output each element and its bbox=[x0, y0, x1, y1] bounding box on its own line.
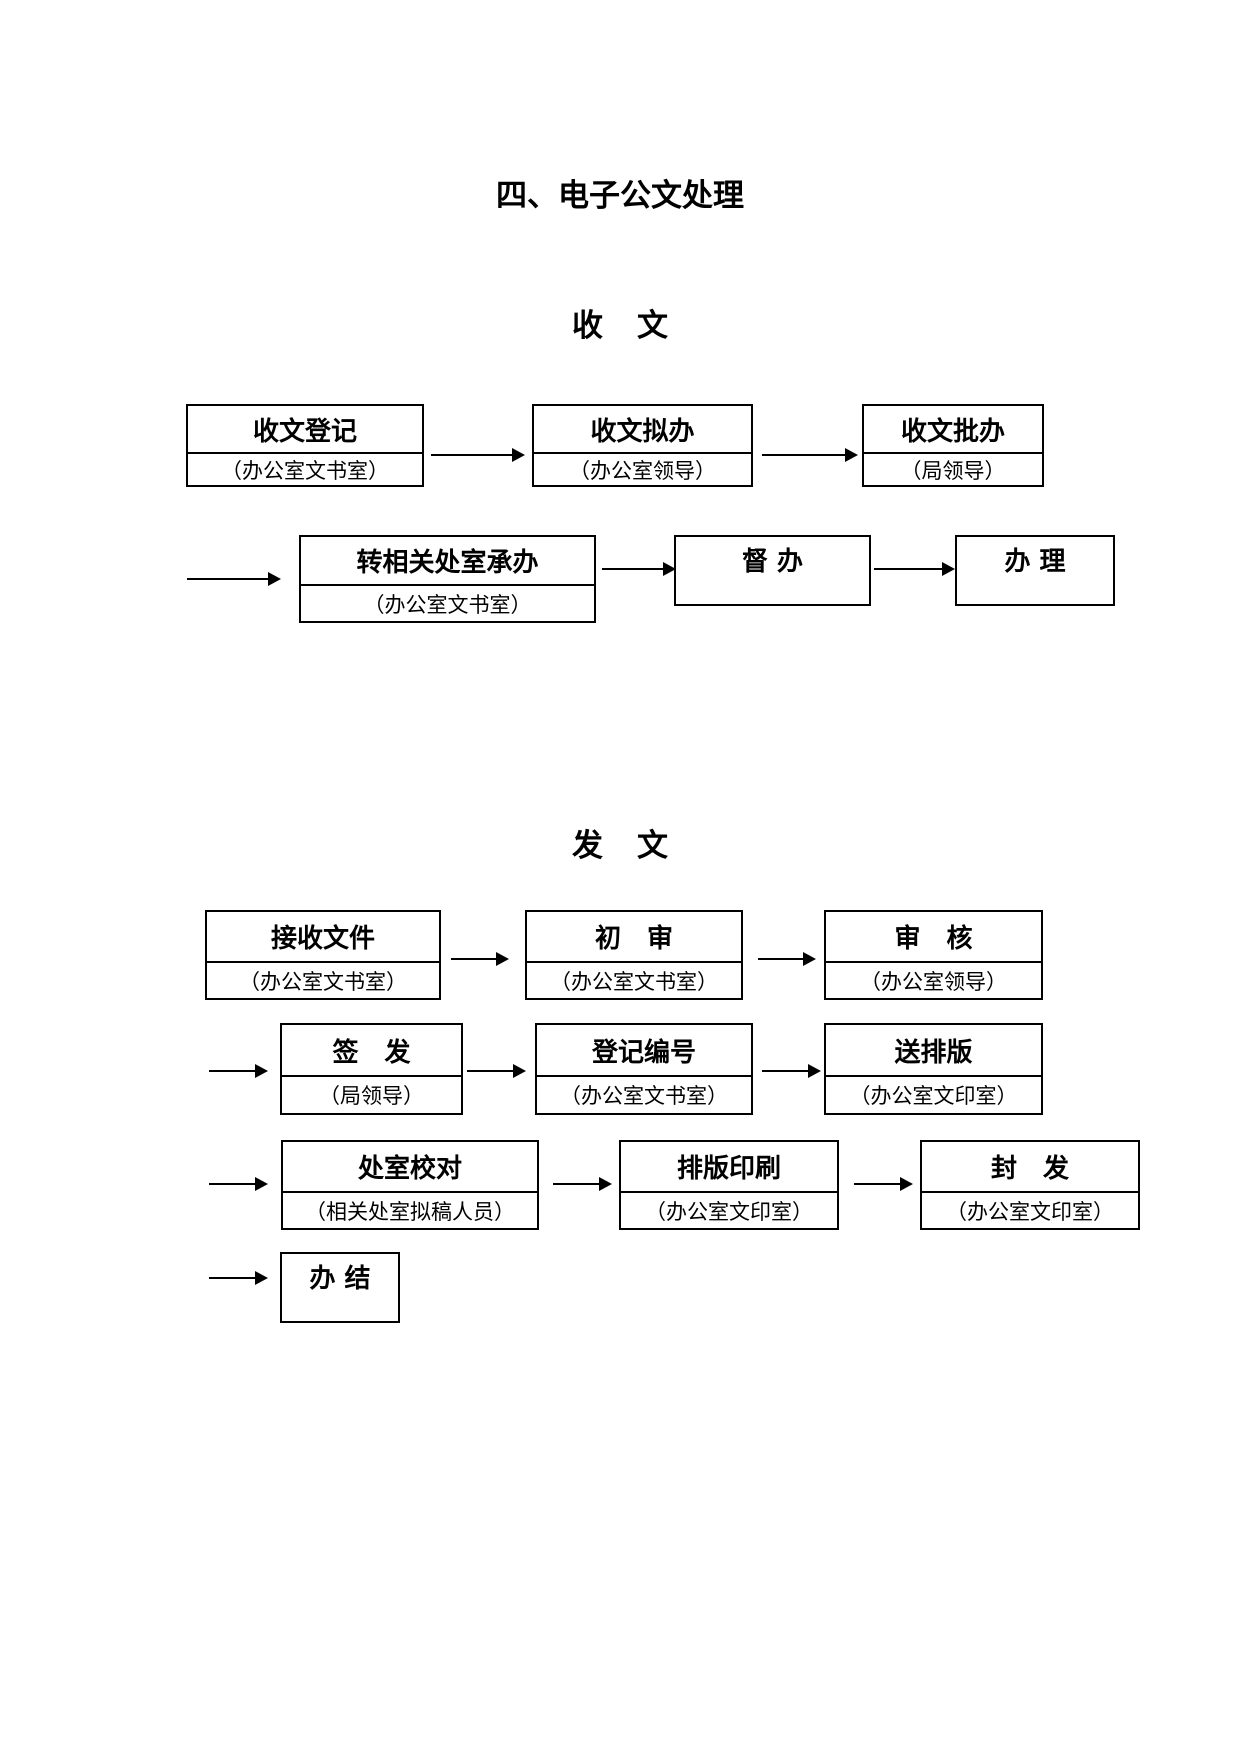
page-title: 四、电子公文处理 bbox=[496, 178, 744, 214]
step-name: 封 发 bbox=[922, 1142, 1138, 1193]
step-name: 转相关处室承办 bbox=[301, 537, 594, 586]
step-seal-dispatch: 封 发 （办公室文印室） bbox=[920, 1140, 1140, 1230]
arrow-right-icon bbox=[467, 1064, 526, 1078]
step-name: 初 审 bbox=[527, 912, 741, 963]
arrow-right-icon bbox=[602, 562, 676, 576]
step-audit: 审 核 （办公室领导） bbox=[824, 910, 1043, 1000]
step-supervise: 督 办 bbox=[674, 535, 871, 606]
step-name: 收文批办 bbox=[864, 406, 1042, 454]
step-dept: （办公室领导） bbox=[860, 969, 1007, 994]
step-dept: （办公室文印室） bbox=[849, 1084, 1018, 1108]
arrow-right-icon bbox=[209, 1064, 268, 1078]
step-receive-register: 收文登记 （办公室文书室） bbox=[186, 404, 424, 487]
receive-heading: 收文 bbox=[572, 308, 702, 344]
arrow-right-icon bbox=[209, 1271, 268, 1285]
step-department-proofread: 处室校对 （相关处室拟稿人员） bbox=[281, 1140, 539, 1230]
step-name: 接收文件 bbox=[207, 912, 439, 963]
step-dept: （办公室文书室） bbox=[221, 458, 389, 483]
step-name: 办 理 bbox=[1004, 547, 1066, 577]
step-name: 送排版 bbox=[826, 1025, 1041, 1077]
arrow-right-icon bbox=[451, 952, 509, 966]
step-dept: （办公室文书室） bbox=[239, 969, 407, 994]
arrow-right-icon bbox=[762, 448, 858, 462]
arrow-right-icon bbox=[854, 1177, 913, 1191]
step-send-typeset: 送排版 （办公室文印室） bbox=[824, 1023, 1043, 1115]
arrow-right-icon bbox=[187, 572, 281, 586]
step-dept: （办公室文印室） bbox=[645, 1199, 813, 1224]
step-dept: （办公室文书室） bbox=[560, 1084, 728, 1108]
step-name: 排版印刷 bbox=[621, 1142, 837, 1193]
step-dept: （局领导） bbox=[319, 1084, 424, 1108]
step-dept: （办公室文书室） bbox=[550, 969, 718, 994]
send-heading: 发文 bbox=[572, 828, 702, 864]
step-dept: （办公室文印室） bbox=[946, 1199, 1114, 1224]
step-receive-file: 接收文件 （办公室文书室） bbox=[205, 910, 441, 1000]
step-dept: （局领导） bbox=[900, 458, 1006, 483]
step-dept: （办公室领导） bbox=[569, 458, 716, 483]
step-name: 收文登记 bbox=[188, 406, 422, 454]
arrow-right-icon bbox=[431, 448, 525, 462]
arrow-right-icon bbox=[762, 1064, 821, 1078]
step-name: 处室校对 bbox=[283, 1142, 537, 1193]
step-typeset-print: 排版印刷 （办公室文印室） bbox=[619, 1140, 839, 1230]
step-dept: （办公室文书室） bbox=[363, 592, 532, 617]
step-register-number: 登记编号 （办公室文书室） bbox=[535, 1023, 753, 1115]
step-name: 办 结 bbox=[309, 1264, 371, 1294]
step-name: 督 办 bbox=[741, 547, 804, 577]
step-name: 收文拟办 bbox=[534, 406, 751, 454]
arrow-right-icon bbox=[209, 1177, 268, 1191]
step-handle: 办 理 bbox=[955, 535, 1115, 606]
arrow-right-icon bbox=[553, 1177, 612, 1191]
step-dept: （相关处室拟稿人员） bbox=[305, 1199, 515, 1224]
step-receive-approve: 收文批办 （局领导） bbox=[862, 404, 1044, 487]
step-name: 审 核 bbox=[826, 912, 1041, 963]
step-sign-issue: 签 发 （局领导） bbox=[280, 1023, 463, 1115]
step-complete: 办 结 bbox=[280, 1252, 400, 1323]
arrow-right-icon bbox=[874, 562, 955, 576]
step-name: 登记编号 bbox=[537, 1025, 751, 1077]
step-first-review: 初 审 （办公室文书室） bbox=[525, 910, 743, 1000]
arrow-right-icon bbox=[758, 952, 816, 966]
step-receive-draft: 收文拟办 （办公室领导） bbox=[532, 404, 753, 487]
step-name: 签 发 bbox=[282, 1025, 461, 1077]
step-forward-department: 转相关处室承办 （办公室文书室） bbox=[299, 535, 596, 623]
